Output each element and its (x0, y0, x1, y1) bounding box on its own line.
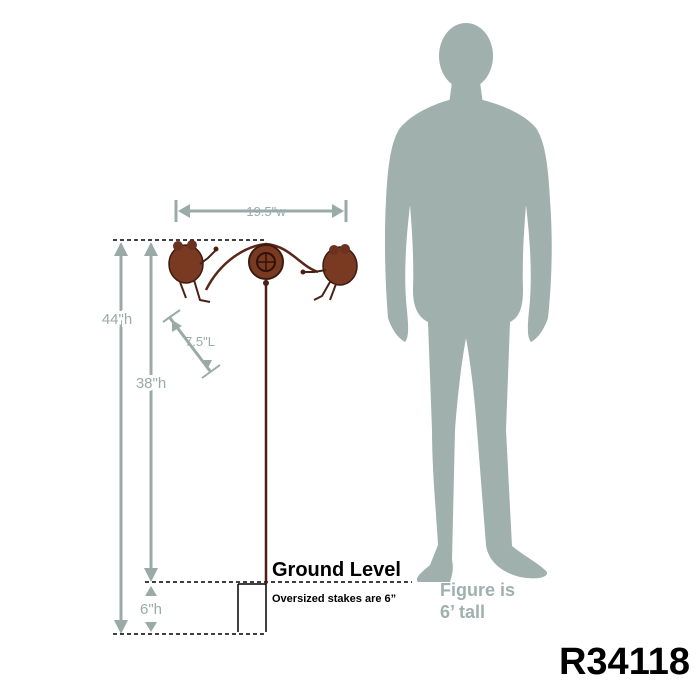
frog-spinner-product (168, 240, 358, 584)
center-wheel (248, 244, 284, 286)
total-height-label: 44"h (102, 311, 132, 328)
reference-dashed-lines (113, 239, 412, 635)
dimension-lines (114, 200, 348, 634)
human-silhouette (384, 23, 552, 582)
length-label: 7.5"L (185, 334, 215, 349)
above-ground-height-label: 38"h (136, 375, 166, 392)
width-label: 19.5"w (246, 204, 286, 219)
left-frog (168, 240, 219, 303)
stake-underground (237, 583, 267, 632)
product-sku: R34118 (559, 641, 690, 683)
figure-caption-line2: 6’ tall (440, 602, 485, 622)
ground-level-label: Ground Level (272, 559, 401, 581)
stake-note: Oversized stakes are 6” (272, 593, 396, 605)
stake-depth-label: 6"h (140, 601, 162, 618)
figure-caption-line1: Figure is (440, 580, 515, 600)
right-frog (300, 244, 358, 301)
